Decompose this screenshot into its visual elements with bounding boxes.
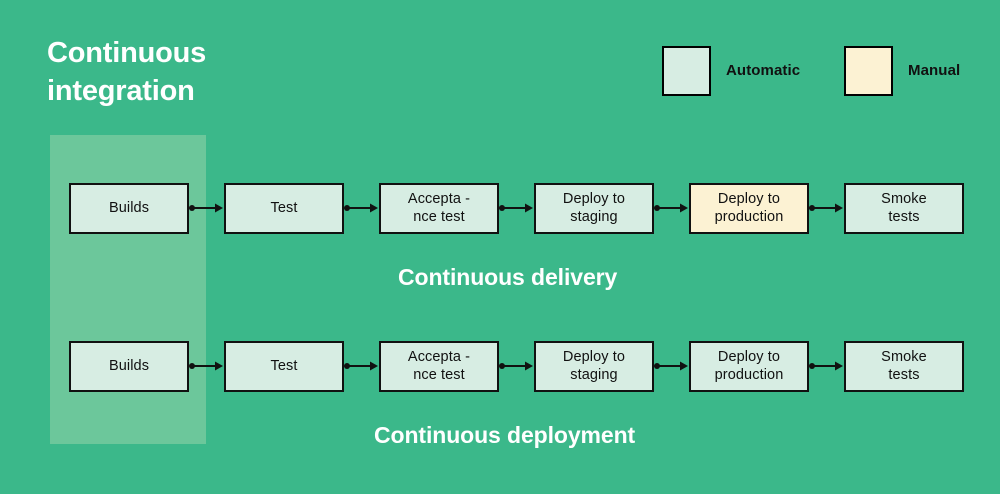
pipeline-node[interactable]: Deploy to production <box>689 183 809 234</box>
pipeline-arrow-icon <box>499 202 534 214</box>
pipeline-node[interactable]: Smoke tests <box>844 341 964 392</box>
pipeline-node[interactable]: Builds <box>69 183 189 234</box>
pipeline-arrow-icon <box>189 202 224 214</box>
pipeline-node[interactable]: Accepta - nce test <box>379 183 499 234</box>
pipeline-arrow-icon <box>809 202 844 214</box>
pipeline-arrow-icon <box>654 360 689 372</box>
pipeline-arrow-icon <box>809 360 844 372</box>
pipeline-node[interactable]: Deploy to production <box>689 341 809 392</box>
pipeline-arrow-icon <box>189 360 224 372</box>
pipeline-arrow-icon <box>344 360 379 372</box>
legend-label-automatic: Automatic <box>726 62 801 79</box>
legend-swatch-manual <box>844 46 893 96</box>
legend-label-manual: Manual <box>908 62 961 79</box>
pipeline-arrow-icon <box>499 360 534 372</box>
row-caption: Continuous deployment <box>374 422 636 448</box>
pipeline-node[interactable]: Test <box>224 183 344 234</box>
pipeline-node[interactable]: Deploy to staging <box>534 183 654 234</box>
pipeline-node[interactable]: Deploy to staging <box>534 341 654 392</box>
pipeline-node[interactable]: Test <box>224 341 344 392</box>
pipeline-node[interactable]: Accepta - nce test <box>379 341 499 392</box>
pipeline-arrow-icon <box>344 202 379 214</box>
row-caption: Continuous delivery <box>398 264 618 290</box>
pipeline-node[interactable]: Smoke tests <box>844 183 964 234</box>
pipeline-node[interactable]: Builds <box>69 341 189 392</box>
pipeline-arrow-icon <box>654 202 689 214</box>
page-title: Continuous integration <box>47 37 207 108</box>
legend-swatch-automatic <box>662 46 711 96</box>
continuous-integration-band <box>50 135 206 444</box>
